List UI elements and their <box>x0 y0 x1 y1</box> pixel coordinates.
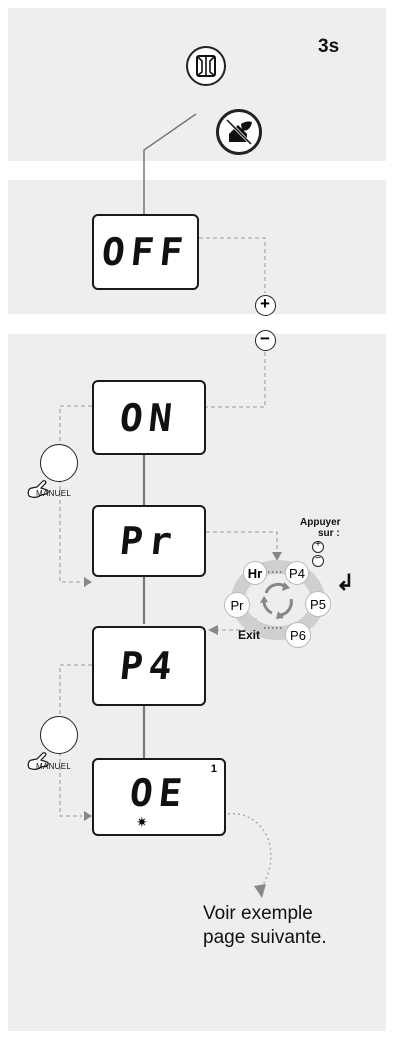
minus-symbol: − <box>260 329 270 348</box>
footer-note-line2: page suivante. <box>203 927 327 948</box>
duration-label: 3s <box>318 36 340 57</box>
window-button[interactable] <box>186 46 226 86</box>
enter-icon: ↲ <box>336 570 355 595</box>
instruction-minus-symbol: − <box>315 553 321 564</box>
lcd-on-text: ON <box>117 395 181 440</box>
lcd-p4-screen: P4 <box>92 626 206 706</box>
cycle-item-p5-label: P5 <box>310 597 326 612</box>
cycle-item-p5: P5 <box>305 591 331 617</box>
cycle-item-p6-label: P6 <box>290 628 306 643</box>
lcd-oe-screen: OE 1 ✷ <box>92 758 226 836</box>
manual-label-2: MANUEL <box>36 762 72 771</box>
plus-button[interactable]: + <box>255 294 276 316</box>
lcd-off-text: OFF <box>99 230 192 274</box>
instruction-minus: − <box>312 553 324 567</box>
minus-button[interactable]: − <box>255 329 276 351</box>
cycle-item-exit: Exit <box>238 628 261 642</box>
cycle-item-hr: Hr <box>243 561 267 585</box>
cycle-item-p6: P6 <box>285 622 311 648</box>
pointing-hand-icon-2 <box>27 752 49 770</box>
pointing-hand-icon <box>27 480 49 498</box>
eco-house-leaf-icon <box>225 118 253 146</box>
manual-button-1[interactable] <box>40 444 78 482</box>
lcd-oe-index: 1 <box>210 763 217 775</box>
lcd-oe-text: OE <box>127 771 191 815</box>
instruction-plus: + <box>312 539 324 553</box>
lcd-pr-text: Pr <box>117 519 181 563</box>
eco-button[interactable] <box>216 109 262 155</box>
cycle-arrows-icon <box>260 582 293 619</box>
lcd-pr-screen: Pr <box>92 505 206 577</box>
top-panel <box>8 8 386 161</box>
instruction-plus-symbol: + <box>315 539 321 550</box>
instruction-line2: sur : <box>318 528 340 539</box>
cycle-item-p4: P4 <box>285 561 309 585</box>
cycle-item-pr: Pr <box>224 592 250 618</box>
window-icon <box>196 55 216 77</box>
lcd-off-screen: OFF <box>92 214 199 290</box>
instruction-line1: Appuyer <box>300 517 341 528</box>
cycle-item-hr-label: Hr <box>247 566 263 581</box>
manual-label-1: MANUEL <box>36 489 72 498</box>
plus-symbol: + <box>260 294 270 313</box>
lcd-on-screen: ON <box>92 380 206 455</box>
footer-note-line1: Voir exemple <box>203 903 313 924</box>
manual-button-2[interactable] <box>40 716 78 754</box>
sun-icon: ✷ <box>136 814 148 830</box>
cycle-item-p4-label: P4 <box>289 566 305 581</box>
cycle-item-pr-label: Pr <box>230 598 244 613</box>
lcd-p4-text: P4 <box>117 644 181 688</box>
